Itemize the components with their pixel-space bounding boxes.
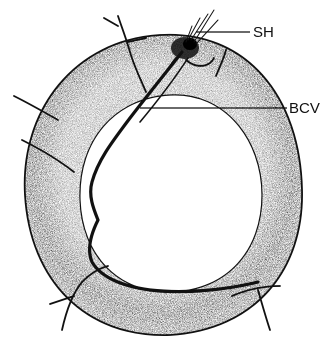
sh-label: SH [253,24,274,41]
bcv-label: BCV [289,100,320,117]
